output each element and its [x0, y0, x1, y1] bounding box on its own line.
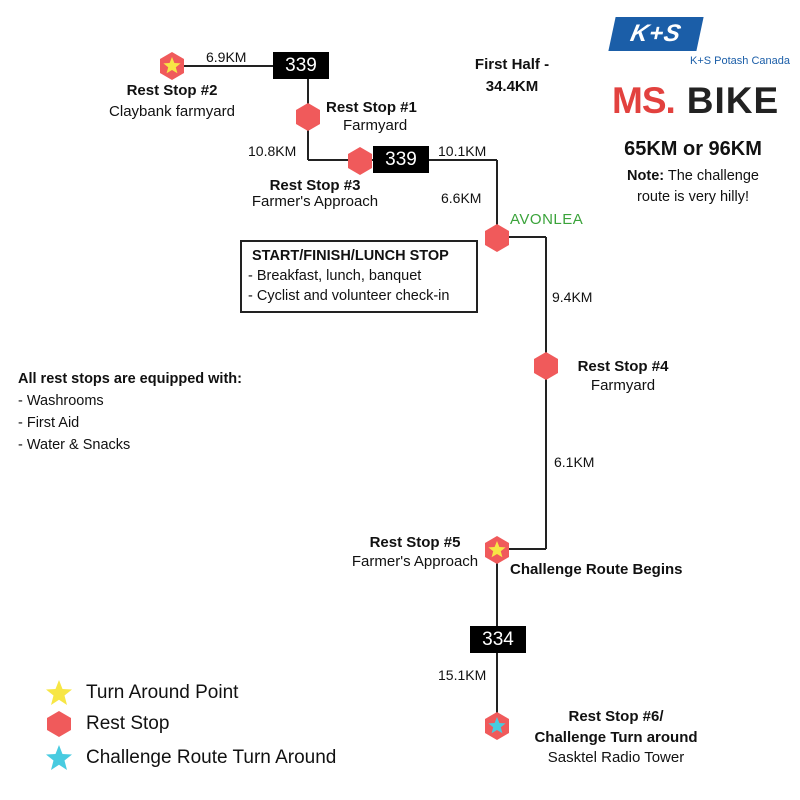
- rest-stop-3-hexagon-icon[interactable]: [348, 147, 372, 175]
- rest-stop-2-title: Rest Stop #2: [126, 82, 218, 99]
- red-hexagon-icon: [47, 711, 71, 737]
- avonlea-hexagon-icon[interactable]: [485, 224, 509, 252]
- rest-stop-4-title: Rest Stop #4: [577, 358, 669, 375]
- equipment-item: - Water & Snacks: [18, 437, 131, 453]
- ms-bike-logo: MS. BIKE: [612, 80, 779, 122]
- equipment-title: All rest stops are equipped with:: [18, 371, 242, 387]
- highway-334-marker: 334: [470, 626, 526, 653]
- rest-stop-4-subtitle: Farmyard: [590, 377, 656, 394]
- rest-stop-1-title: Rest Stop #1: [326, 99, 417, 116]
- bike-logo-text: BIKE: [686, 80, 780, 121]
- ks-logo-subtitle: K+S Potash Canada: [690, 55, 790, 67]
- rest-stop-4-hexagon-icon[interactable]: [534, 352, 558, 380]
- rest-stop-6-title: Rest Stop #6/: [568, 708, 664, 725]
- distance-label: 6.1KM: [554, 454, 595, 470]
- event-note: Note: The challenge route is very hilly!: [605, 166, 781, 208]
- challenge-route-begins-label: Challenge Route Begins: [510, 561, 683, 578]
- legend-item-turnaround: Turn Around Point: [44, 678, 238, 708]
- distance-label: 15.1KM: [438, 667, 487, 683]
- town-label: AVONLEA: [510, 211, 584, 228]
- event-distances: 65KM or 96KM: [624, 138, 762, 160]
- rest-stop-5-title: Rest Stop #5: [369, 534, 461, 551]
- equipment-item: - First Aid: [18, 415, 80, 431]
- legend-item-rest-stop: Rest Stop: [44, 709, 169, 739]
- distance-label: 6.9KM: [206, 49, 247, 65]
- distance-label: 10.8KM: [248, 143, 297, 159]
- rest-stop-2-subtitle: Claybank farmyard: [109, 103, 235, 120]
- rest-stop-1-subtitle: Farmyard: [343, 117, 408, 134]
- challenge-turnaround-star-icon: [488, 717, 506, 734]
- rest-stop-equipment: All rest stops are equipped with: - Wash…: [18, 368, 242, 456]
- legend-label: Turn Around Point: [86, 682, 239, 703]
- highway-339-marker: 339: [373, 146, 429, 173]
- note-text-line2: route is very hilly!: [636, 189, 749, 205]
- note-text: The challenge: [664, 168, 759, 184]
- cyan-star-icon: [46, 745, 72, 770]
- rest-stop-3-subtitle: Farmer's Approach: [251, 193, 379, 210]
- rest-stop-6-title-2: Challenge Turn around: [534, 729, 698, 746]
- ms-logo-text: MS.: [612, 80, 676, 121]
- rest-stop-1-hexagon-icon[interactable]: [296, 103, 320, 131]
- highway-339-marker: 339: [273, 52, 329, 79]
- start-finish-title: START/FINISH/LUNCH STOP: [252, 248, 449, 264]
- ks-potash-logo: K+S K+S Potash Canada: [608, 17, 790, 67]
- note-label: Note:: [627, 168, 665, 184]
- legend-item-challenge-turnaround: Challenge Route Turn Around: [44, 743, 336, 773]
- yellow-star-icon: [46, 680, 72, 705]
- distance-label: 6.6KM: [441, 190, 482, 206]
- rest-stop-5-subtitle: Farmer's Approach: [351, 553, 479, 570]
- start-finish-item: - Breakfast, lunch, banquet: [248, 268, 422, 284]
- turnaround-star-icon: [163, 57, 181, 74]
- rest-stop-3-title: Rest Stop #3: [269, 177, 361, 194]
- distance-label: 9.4KM: [552, 289, 593, 305]
- turnaround-star-icon: [488, 541, 506, 558]
- distance-label: 10.1KM: [438, 143, 487, 159]
- legend-label: Rest Stop: [86, 713, 170, 734]
- equipment-item: - Washrooms: [18, 393, 104, 409]
- first-half-label: First Half -: [474, 56, 550, 73]
- start-finish-box: START/FINISH/LUNCH STOP - Breakfast, lun…: [240, 240, 478, 313]
- legend-label: Challenge Route Turn Around: [86, 747, 337, 768]
- first-half-distance: 34.4KM: [485, 78, 539, 95]
- ks-logo-mark: K+S: [608, 17, 704, 51]
- start-finish-item: - Cyclist and volunteer check-in: [248, 288, 450, 304]
- rest-stop-6-subtitle: Sasktel Radio Tower: [547, 749, 685, 766]
